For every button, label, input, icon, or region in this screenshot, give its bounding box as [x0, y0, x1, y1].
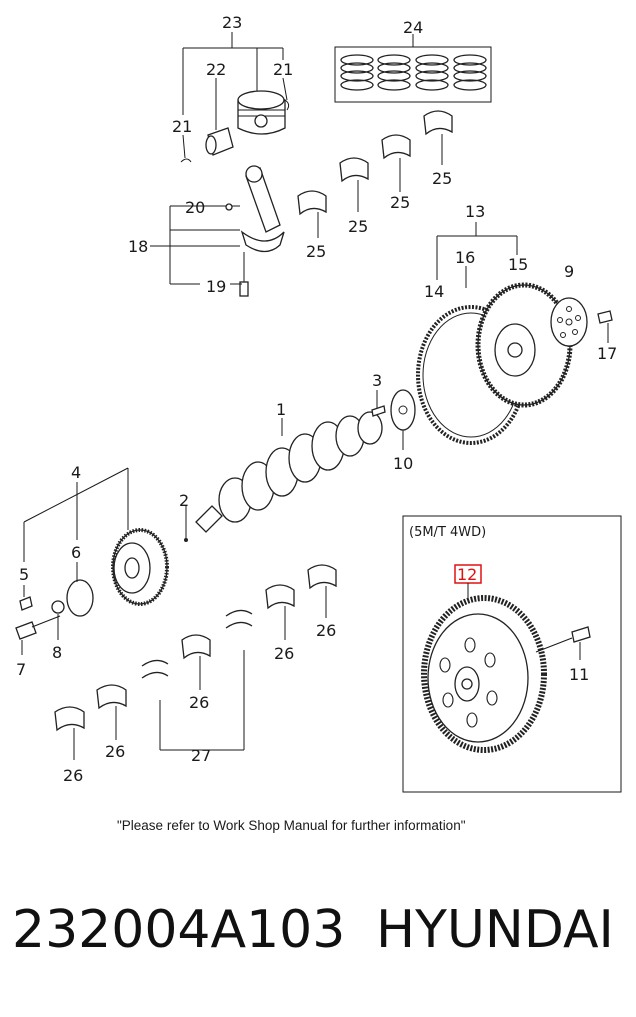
- callout-25-c: 25: [348, 217, 368, 236]
- crank-pulley-assembly: [15, 467, 169, 655]
- part-number: 232004A103: [12, 900, 346, 960]
- callout-25-a: 25: [432, 169, 452, 188]
- callout-4: 4: [71, 463, 81, 482]
- crankshaft: [184, 389, 416, 542]
- conrod-bearings: [297, 110, 453, 238]
- callout-26-a: 26: [316, 621, 336, 640]
- callout-21-left: 21: [172, 117, 192, 136]
- callout-19: 19: [206, 277, 226, 296]
- piston-ring-set: [334, 34, 492, 103]
- main-bearings: [54, 564, 337, 760]
- callout-26-b: 26: [274, 644, 294, 663]
- callout-25-b: 25: [390, 193, 410, 212]
- callout-25-d: 25: [306, 242, 326, 261]
- callout-1: 1: [276, 400, 286, 419]
- callout-14: 14: [424, 282, 444, 301]
- parts-diagram: (5M/T 4WD) 23 24 22 21 21 25 25 25 25 20…: [15, 13, 622, 833]
- callout-15: 15: [508, 255, 528, 274]
- flywheel-assembly: [416, 222, 613, 445]
- callout-10: 10: [393, 454, 413, 473]
- callout-7: 7: [16, 660, 26, 679]
- callout-27: 27: [191, 746, 211, 765]
- callout-20: 20: [185, 198, 205, 217]
- connecting-rod-assembly: [150, 165, 285, 297]
- callout-16: 16: [455, 248, 475, 267]
- callout-8: 8: [52, 643, 62, 662]
- callout-18: 18: [128, 237, 148, 256]
- callout-26-c: 26: [189, 693, 209, 712]
- piston-assembly: [180, 32, 290, 163]
- callout-3: 3: [372, 371, 382, 390]
- callout-22: 22: [206, 60, 226, 79]
- callout-17: 17: [597, 344, 617, 363]
- inset-title: (5M/T 4WD): [409, 525, 486, 540]
- callout-13: 13: [465, 202, 485, 221]
- callout-labels: 23 24 22 21 21 25 25 25 25 20 18 19 13 1…: [16, 13, 617, 785]
- callout-21-right: 21: [273, 60, 293, 79]
- callout-26-d: 26: [105, 742, 125, 761]
- callout-11: 11: [569, 665, 589, 684]
- inset-5mt-4wd: (5M/T 4WD): [402, 515, 622, 793]
- callout-5: 5: [19, 565, 29, 584]
- callout-12: 12: [457, 565, 477, 584]
- callout-9: 9: [564, 262, 574, 281]
- callout-26-e: 26: [63, 766, 83, 785]
- workshop-manual-note: "Please refer to Work Shop Manual for fu…: [117, 818, 466, 833]
- callout-2: 2: [179, 491, 189, 510]
- brand-name: HYUNDAI: [376, 900, 614, 960]
- callout-23: 23: [222, 13, 242, 32]
- callout-24: 24: [403, 18, 423, 37]
- callout-6: 6: [71, 543, 81, 562]
